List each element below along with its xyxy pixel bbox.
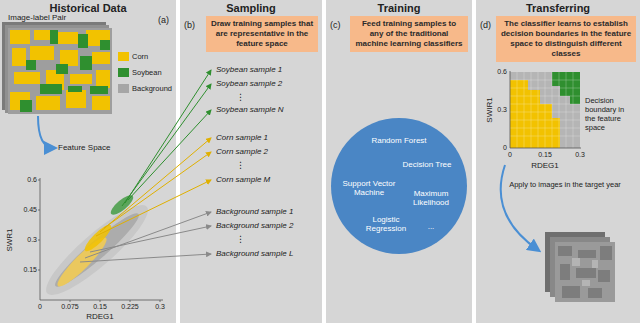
- legend-swatch: [118, 52, 129, 61]
- panel-title: Training: [326, 0, 472, 14]
- panel-letter: (d): [480, 20, 491, 30]
- tick-label: 0: [503, 144, 507, 152]
- classifier-name: Support Vector Machine: [340, 179, 398, 197]
- ellipsis-mark: ⋮: [236, 234, 245, 244]
- panel-letter: (a): [158, 15, 169, 25]
- sample-name: Corn sample 2: [216, 147, 268, 157]
- caption-text: Feature Space: [58, 143, 110, 153]
- sample-name: Soybean sample 1: [216, 65, 282, 75]
- tick-label: 0.3: [575, 151, 585, 159]
- sample-name: Corn sample 1: [216, 133, 268, 143]
- classifier-name: Maximum Likelihood: [405, 189, 457, 207]
- classifier-circle: Random ForestDecision TreeSupport Vector…: [331, 118, 467, 254]
- sample-name: Corn sample M: [216, 175, 270, 185]
- tick-label: 0.225: [121, 303, 139, 311]
- tick-label: 0: [508, 151, 512, 159]
- panel-title: Transferring: [476, 0, 640, 14]
- legend-text: Background: [132, 84, 172, 93]
- legend-swatch: [118, 68, 129, 77]
- axis-title: SWIR1: [485, 97, 494, 122]
- box-text: The classifier learns to establish decis…: [500, 19, 632, 59]
- panel-letter: (c): [330, 20, 341, 30]
- tick-label: 0.3: [155, 303, 165, 311]
- caption-text: Image-label Pair: [8, 13, 66, 23]
- tick-label: 0.15: [23, 266, 37, 274]
- panel: TrainingFeed training samples to any of …: [326, 0, 472, 323]
- tick-label: 0.15: [93, 303, 107, 311]
- note-text: Decision boundary in the feature space: [585, 96, 635, 132]
- sample-name: Background sample 2: [216, 221, 293, 231]
- axis-title: RDEG1: [531, 161, 559, 170]
- panel-letter: (b): [184, 20, 195, 30]
- tick-label: 0.3: [27, 236, 37, 244]
- tick-label: 0.15: [538, 151, 552, 159]
- tick-label: 0.075: [61, 303, 79, 311]
- panel-title: Historical Data: [0, 0, 176, 14]
- classifier-name: Decision Tree: [397, 160, 457, 169]
- tick-label: 0: [38, 303, 42, 311]
- legend-text: Corn: [132, 52, 148, 61]
- process-box: Feed training samples to any of the trad…: [350, 16, 468, 52]
- axis-title: SWR1: [5, 228, 14, 251]
- axis-title: RDEG1: [86, 312, 114, 321]
- box-text: Draw training samples that are represent…: [210, 19, 314, 49]
- classifier-name: Logistic Regression: [358, 215, 414, 233]
- tick-label: 0.45: [23, 206, 37, 214]
- tick-label: 0.6: [497, 68, 507, 76]
- legend-text: Soybean: [132, 68, 162, 77]
- classifier-name: ...: [421, 222, 441, 231]
- legend-swatch: [118, 84, 129, 93]
- sample-name: Soybean sample 2: [216, 79, 282, 89]
- classifier-name: Random Forest: [364, 136, 434, 145]
- ellipsis-mark: ⋮: [236, 160, 245, 170]
- panel-title: Sampling: [180, 0, 322, 14]
- sample-name: Soybean sample N: [216, 105, 284, 115]
- tick-label: 0.6: [27, 176, 37, 184]
- note-text: Apply to images in the target year: [509, 180, 621, 189]
- process-box: The classifier learns to establish decis…: [496, 16, 636, 62]
- box-text: Feed training samples to any of the trad…: [354, 19, 464, 49]
- sample-name: Background sample L: [216, 249, 293, 259]
- tick-label: 0.3: [497, 106, 507, 114]
- ellipsis-mark: ⋮: [236, 92, 245, 102]
- sample-name: Background sample 1: [216, 207, 293, 217]
- process-box: Draw training samples that are represent…: [206, 16, 318, 52]
- panel: SamplingDraw training samples that are r…: [180, 0, 322, 323]
